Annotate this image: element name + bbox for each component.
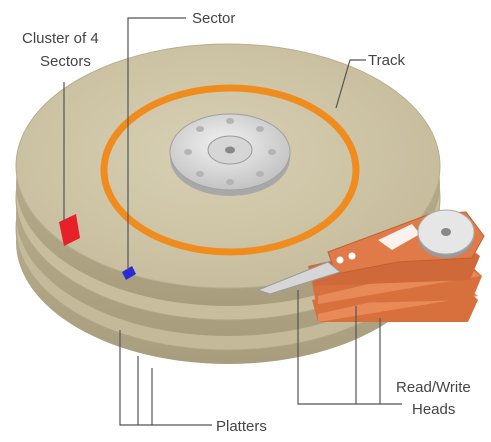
cluster-label-line2: Sectors — [40, 53, 91, 70]
heads-label-line2: Heads — [412, 401, 455, 418]
leader-lines — [63, 17, 402, 426]
track-label: Track — [368, 52, 405, 69]
hub-screw-holes — [184, 118, 276, 185]
sector-leader — [127, 17, 186, 270]
read-write-head-tip — [256, 261, 342, 295]
cluster-label-line1: Cluster of 4 — [22, 30, 99, 47]
platters-label: Platters — [216, 418, 267, 435]
platters-leader-1 — [119, 330, 212, 426]
sector-marker — [122, 266, 136, 280]
spindle-hub — [169, 113, 291, 196]
read-write-head-assembly — [256, 209, 485, 322]
sector-label: Sector — [192, 10, 235, 27]
heads-leader-1 — [297, 290, 402, 405]
heads-label-line1: Read/Write — [396, 379, 471, 396]
track-leader — [335, 59, 366, 109]
track-ring — [100, 84, 360, 256]
